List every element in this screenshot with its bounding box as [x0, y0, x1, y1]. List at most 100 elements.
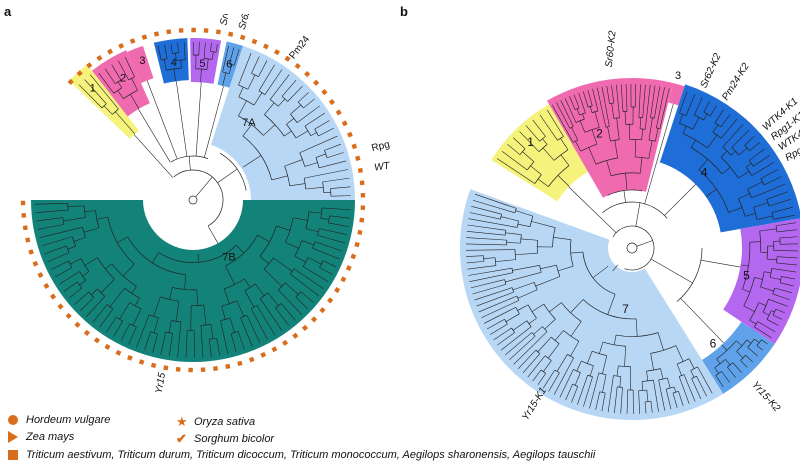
clade-7B-branch — [184, 274, 187, 290]
clade-1-branch — [522, 151, 535, 162]
species-marker — [203, 28, 209, 33]
clade-7-branch — [624, 346, 627, 367]
clade-7B-leaf — [237, 331, 245, 350]
clade-7A-leaf — [304, 169, 349, 179]
clade-5-node — [195, 68, 208, 70]
clade-6-leaf — [229, 47, 235, 65]
clade-7A-branch — [243, 155, 262, 168]
clade-7B-leaf — [168, 333, 173, 357]
clade-7-leaf — [517, 349, 537, 370]
clade-3-stem — [644, 103, 674, 204]
clade-7B-leaf — [259, 298, 283, 331]
clade-7-leaf — [614, 386, 618, 414]
clade-7A-branch — [264, 102, 275, 115]
clade-7-branch — [533, 326, 543, 335]
clade-7B-branch — [196, 289, 198, 306]
clade-7A-leaf — [258, 60, 268, 77]
clade-7B-leaf — [144, 331, 151, 351]
clade-7B-node — [71, 236, 76, 247]
clade-1-node — [526, 161, 535, 171]
clade-7-branch — [531, 221, 556, 229]
clade-label: 1 — [527, 135, 534, 149]
clade-1-sector — [491, 104, 588, 202]
clade-7-branch — [554, 330, 564, 341]
clade-7B-branch — [307, 257, 322, 265]
clade-2-branch — [606, 160, 612, 176]
clade-6-branch — [725, 359, 731, 366]
clade-7B-node — [97, 288, 106, 297]
clade-2-branch — [588, 147, 597, 165]
species-marker — [301, 324, 309, 332]
clade-4-branch — [698, 159, 709, 170]
clade-2-branch — [589, 106, 593, 113]
clade-7B-leaf — [275, 307, 290, 326]
clade-7-branch — [531, 303, 545, 312]
clade-7A-branch — [290, 104, 302, 115]
clade-7A-branch — [253, 92, 263, 106]
clade-5-stem — [700, 259, 741, 268]
clade-7B-node — [302, 257, 309, 267]
clade-5-leaf — [775, 308, 785, 314]
clade-7-node — [599, 391, 606, 394]
clade-7-branch — [650, 353, 654, 371]
clade-7-branch — [599, 342, 604, 354]
species-marker — [86, 62, 93, 69]
clade-6-leaf — [745, 355, 753, 363]
clade-7B-leaf — [47, 252, 70, 263]
species-marker — [25, 237, 31, 243]
clade-7-branch — [607, 294, 616, 315]
clade-7B-leaf — [300, 291, 314, 303]
clade-2-leaf — [111, 64, 122, 81]
clade-2-branch — [131, 78, 138, 91]
clade-2-branch — [639, 157, 643, 174]
clade-56-stem — [650, 258, 693, 284]
clade-7A-branch — [289, 183, 306, 187]
species-marker — [284, 55, 291, 62]
clade-7-leaf — [466, 243, 507, 246]
clade-7B-leaf — [41, 236, 73, 247]
clade-4-node — [720, 156, 739, 179]
clade-7-leaf — [650, 401, 653, 413]
clade-7B-branch — [229, 318, 235, 333]
clade-1-leaf — [532, 119, 546, 137]
clade-2-leaf — [560, 100, 574, 127]
clade-7-branch — [505, 313, 520, 322]
clade-2-leaf — [596, 87, 607, 128]
clade-7-node — [650, 345, 677, 354]
clade-7B-node — [317, 228, 320, 236]
clade-7-branch — [537, 336, 552, 353]
clade-6-node — [740, 354, 746, 361]
clade-7B-node — [285, 217, 294, 243]
clade-2-leaf — [634, 84, 637, 108]
clade-7-leaf — [696, 376, 707, 397]
clade-7B-branch — [153, 296, 161, 317]
clade-1-leaf — [513, 137, 526, 149]
species-marker — [354, 241, 360, 248]
clade-7-branch — [688, 358, 695, 369]
clade-7B-leaf — [200, 325, 204, 358]
clade-7-branch — [540, 264, 557, 270]
clade-7A-stem — [217, 168, 238, 184]
clade-7A-leaf — [304, 112, 326, 127]
clade-7-branch — [570, 341, 580, 357]
clade-7B-branch — [305, 228, 319, 233]
species-marker — [360, 192, 366, 198]
species-marker — [347, 131, 353, 138]
clade-7-leaf — [509, 335, 536, 361]
clade-4-leaf — [693, 97, 703, 116]
clade-2-branch — [648, 140, 653, 159]
root-node — [626, 242, 638, 254]
clade-7-leaf — [513, 331, 548, 365]
clade-5-branch — [771, 310, 775, 313]
clade-6-node — [727, 362, 734, 368]
clade-7B-leaf — [208, 339, 212, 357]
clade-2-branch — [648, 117, 653, 141]
species-marker — [127, 354, 133, 361]
clade-7A-leaf — [318, 127, 334, 137]
clade-4-branch — [705, 188, 717, 197]
clade-4-branch — [682, 126, 687, 134]
clade-7B-leaf — [37, 224, 64, 230]
clade-4-node — [771, 212, 774, 220]
clade-label: 7B — [222, 252, 235, 264]
clade-6-leaf — [747, 347, 759, 357]
